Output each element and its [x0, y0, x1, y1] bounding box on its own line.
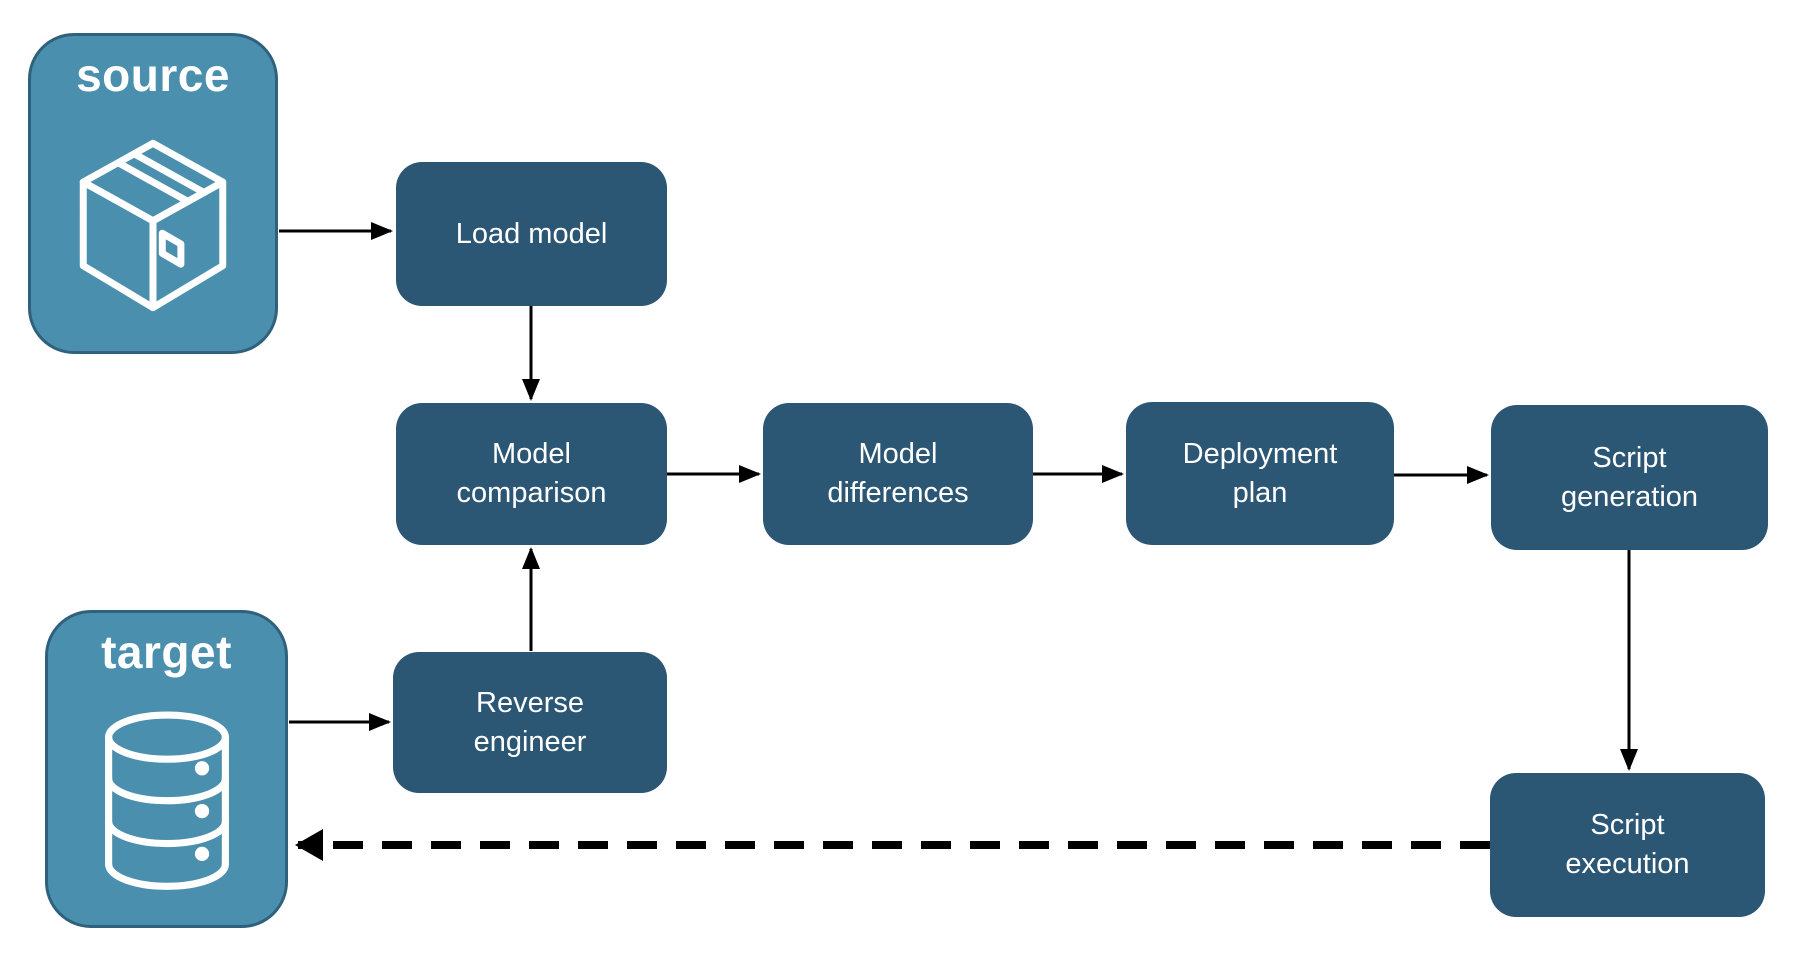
node-script-execution: Script execution	[1490, 773, 1765, 917]
node-deployment-plan: Deployment plan	[1126, 402, 1394, 545]
node-label: Reverse engineer	[473, 686, 587, 758]
node-reverse-engineer: Reverse engineer	[393, 652, 667, 793]
source-label: source	[76, 49, 230, 101]
database-icon	[104, 711, 229, 890]
node-script-generation: Script generation	[1491, 405, 1768, 550]
node-label: Model differences	[827, 438, 969, 509]
node-model-comparison: Model comparison	[396, 403, 667, 545]
node-label: Script generation	[1560, 441, 1699, 513]
node-label: Load model	[455, 217, 608, 250]
node-label: Script execution	[1565, 809, 1690, 880]
node-source: source	[28, 33, 278, 354]
package-icon	[79, 139, 227, 311]
source-icon-area	[31, 102, 275, 351]
node-load-model: Load model	[396, 162, 667, 306]
node-label: Model comparison	[456, 438, 607, 509]
target-icon-area	[48, 679, 285, 925]
node-model-differences: Model differences	[763, 403, 1033, 545]
node-target: target	[45, 610, 288, 928]
node-label: Deployment plan	[1182, 437, 1338, 509]
target-label: target	[101, 626, 232, 678]
